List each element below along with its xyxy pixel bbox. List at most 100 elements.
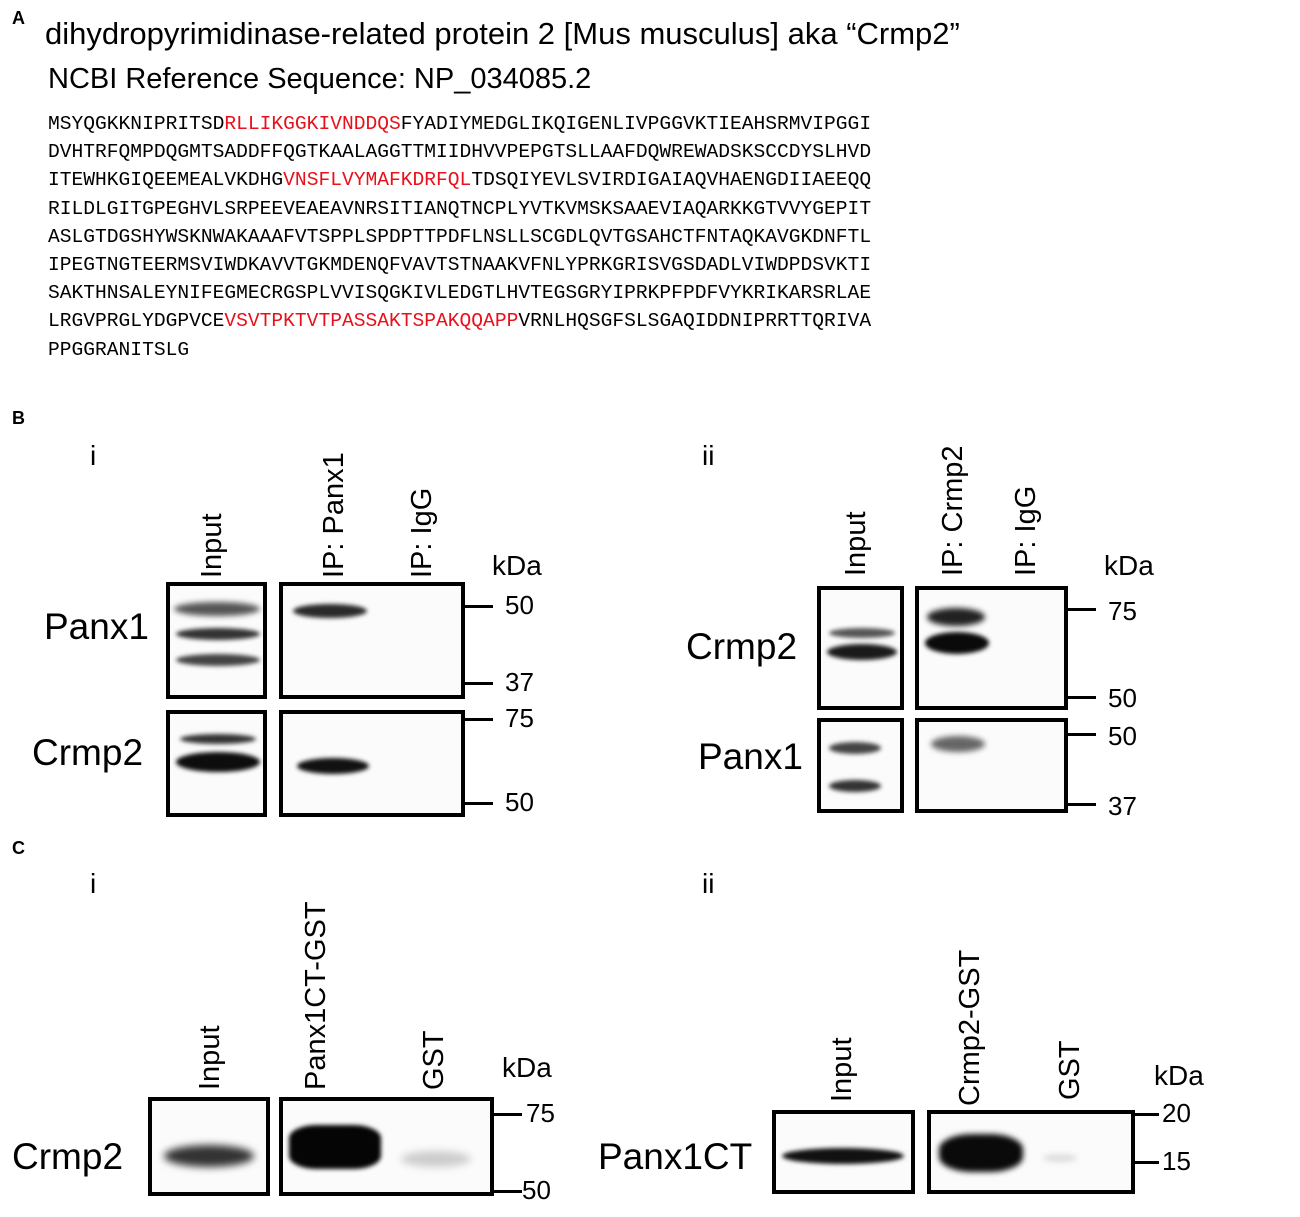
sequence-line: RILDLGITGPEGHVLSRPEEVEAEAVNRSITIANQTNCPL… — [48, 195, 871, 223]
mw-tick — [465, 718, 493, 721]
sequence-segment: ITEWHKGIQEEMEALVKDHG — [48, 169, 284, 192]
highlighted-peptide: VNSFLVYMAFKDRFQL — [283, 169, 472, 192]
lane-label-gst: GST — [418, 1030, 450, 1090]
lane-label-input: Input — [194, 1025, 226, 1091]
panel-c-ii-index: ii — [702, 868, 715, 899]
mw-marker: 50 — [1108, 683, 1137, 713]
blot-input-crmp2 — [166, 710, 267, 817]
mw-marker: 50 — [505, 590, 534, 620]
band — [829, 780, 881, 792]
blot-row-label-crmp2: Crmp2 — [32, 732, 144, 773]
blot-row-label-crmp2: Crmp2 — [686, 626, 798, 667]
band — [176, 752, 260, 772]
blot-row-label-crmp2: Crmp2 — [12, 1136, 124, 1177]
mw-marker: 15 — [1162, 1146, 1191, 1176]
band — [176, 628, 260, 640]
band — [827, 644, 897, 660]
mw-tick — [465, 682, 493, 685]
panel-b-letter: B — [12, 408, 25, 428]
blot-input-crmp2 — [148, 1097, 270, 1196]
reference-sequence-label: NCBI Reference Sequence: NP_034085.2 — [48, 63, 592, 95]
kda-header: kDa — [492, 550, 542, 581]
blot-crmp2-gst-panx1ct — [927, 1110, 1135, 1194]
lane-label-input: Input — [840, 511, 872, 577]
protein-sequence: MSYQGKKNIPRITSDRLLIKGGKIVNDDQSFYADIYMEDG… — [48, 110, 871, 364]
sequence-line: DVHTRFQMPDQGMTSADDFFQGTKAALAGGTTMIIDHVVP… — [48, 138, 871, 166]
sequence-segment: ASLGTDGSHYWSKNWAKAAAFVTSPPLSPDPTTPDFLNSL… — [48, 225, 872, 248]
blot-row-label-panx1: Panx1 — [44, 606, 149, 647]
sequence-segment: IPEGTNGTEERMSVIWDKAVVTGKMDENQFVAVTSTNAAK… — [48, 254, 872, 277]
highlighted-peptide: RLLIKGGKIVNDDQS — [224, 113, 401, 135]
lane-label-gst: GST — [1054, 1040, 1086, 1100]
sequence-line: PPGGRANITSLG — [48, 336, 871, 364]
sequence-line: IPEGTNGTEERMSVIWDKAVVTGKMDENQFVAVTSTNAAK… — [48, 251, 871, 279]
kda-header: kDa — [1154, 1060, 1204, 1091]
lane-label-input: Input — [826, 1037, 858, 1103]
mw-marker: 50 — [522, 1175, 551, 1205]
blot-input-panx1 — [166, 582, 267, 699]
kda-header: kDa — [502, 1052, 552, 1083]
sequence-segment: FYADIYMEDGLIKQIGENLIVPGGVKTIEAHSRMVIPGGI — [400, 113, 872, 135]
protein-title: dihydropyrimidinase-related protein 2 [M… — [45, 16, 960, 51]
mw-marker: 37 — [1108, 791, 1137, 821]
panel-c-letter: C — [12, 838, 25, 858]
lane-label-panx1ct-gst: Panx1CT-GST — [300, 901, 332, 1090]
mw-marker: 75 — [1108, 596, 1137, 626]
band — [297, 758, 369, 774]
band — [293, 604, 367, 618]
mw-marker: 20 — [1162, 1098, 1191, 1128]
blot-row-label-panx1ct: Panx1CT — [598, 1136, 753, 1177]
sequence-segment: DVHTRFQMPDQGMTSADDFFQGTKAALAGGTTMIIDHVVP… — [48, 141, 872, 164]
lane-label-ip-igg: IP: IgG — [406, 487, 438, 578]
blot-ip-crmp2 — [915, 586, 1068, 710]
sequence-segment: VRNLHQSGFSLSGAQIDDNIPRRTTQRIVA — [518, 310, 872, 333]
band — [925, 632, 989, 654]
blot-panx1ct-gst-crmp2 — [279, 1097, 494, 1196]
panel-c-i-index: i — [90, 868, 97, 899]
blot-input-crmp2 — [817, 586, 904, 710]
blot-input-panx1 — [817, 718, 904, 813]
mw-marker: 37 — [505, 667, 534, 697]
mw-tick — [1135, 1161, 1159, 1164]
band — [939, 1134, 1023, 1172]
highlighted-peptide: VSVTPKTVTPASSAKTSPAKQQAPP — [224, 310, 519, 333]
blot-input-panx1ct — [772, 1110, 915, 1194]
lane-label-crmp2-gst: Crmp2-GST — [954, 949, 986, 1106]
lane-label-ip-crmp2: IP: Crmp2 — [937, 445, 969, 576]
band — [931, 736, 985, 752]
band — [1043, 1154, 1077, 1162]
blot-ip-panx1 — [279, 582, 465, 699]
mw-marker: 50 — [505, 787, 534, 817]
sequence-segment: PPGGRANITSLG — [48, 338, 190, 361]
mw-tick — [1068, 696, 1096, 699]
sequence-segment: TDSQIYEVLSVIRDIGAIAQVHAENGDIIAEEQQ — [471, 169, 872, 192]
sequence-segment: LRGVPRGLYDGPVCE — [48, 310, 225, 333]
kda-header: kDa — [1104, 550, 1154, 581]
sequence-line: ITEWHKGIQEEMEALVKDHGVNSFLVYMAFKDRFQLTDSQ… — [48, 166, 871, 194]
mw-tick — [465, 605, 493, 608]
band — [927, 608, 985, 626]
lane-label-ip-igg: IP: IgG — [1010, 485, 1042, 576]
mw-tick — [494, 1113, 522, 1116]
mw-tick — [1135, 1113, 1159, 1116]
blot-ip-panx1 — [915, 718, 1068, 813]
band — [289, 1125, 381, 1169]
band — [164, 1145, 254, 1167]
mw-tick — [465, 802, 493, 805]
blot-ip-crmp2 — [279, 710, 465, 817]
band — [401, 1151, 471, 1167]
sequence-segment: MSYQGKKNIPRITSD — [48, 113, 225, 135]
mw-marker: 50 — [1108, 721, 1137, 751]
panel-b-i-index: i — [90, 440, 97, 471]
mw-tick — [494, 1190, 522, 1193]
band — [180, 734, 256, 744]
panel-a-letter: A — [12, 8, 25, 28]
sequence-segment: RILDLGITGPEGHVLSRPEEVEAEAVNRSITIANQTNCPL… — [48, 197, 872, 220]
sequence-line: ASLGTDGSHYWSKNWAKAAAFVTSPPLSPDPTTPDFLNSL… — [48, 223, 871, 251]
sequence-line: LRGVPRGLYDGPVCEVSVTPKTVTPASSAKTSPAKQQAPP… — [48, 307, 871, 335]
panel-b-ii-index: ii — [702, 440, 715, 471]
blot-row-label-panx1: Panx1 — [698, 736, 803, 777]
lane-label-ip-panx1: IP: Panx1 — [318, 452, 350, 578]
band — [829, 742, 881, 754]
band — [174, 602, 260, 616]
